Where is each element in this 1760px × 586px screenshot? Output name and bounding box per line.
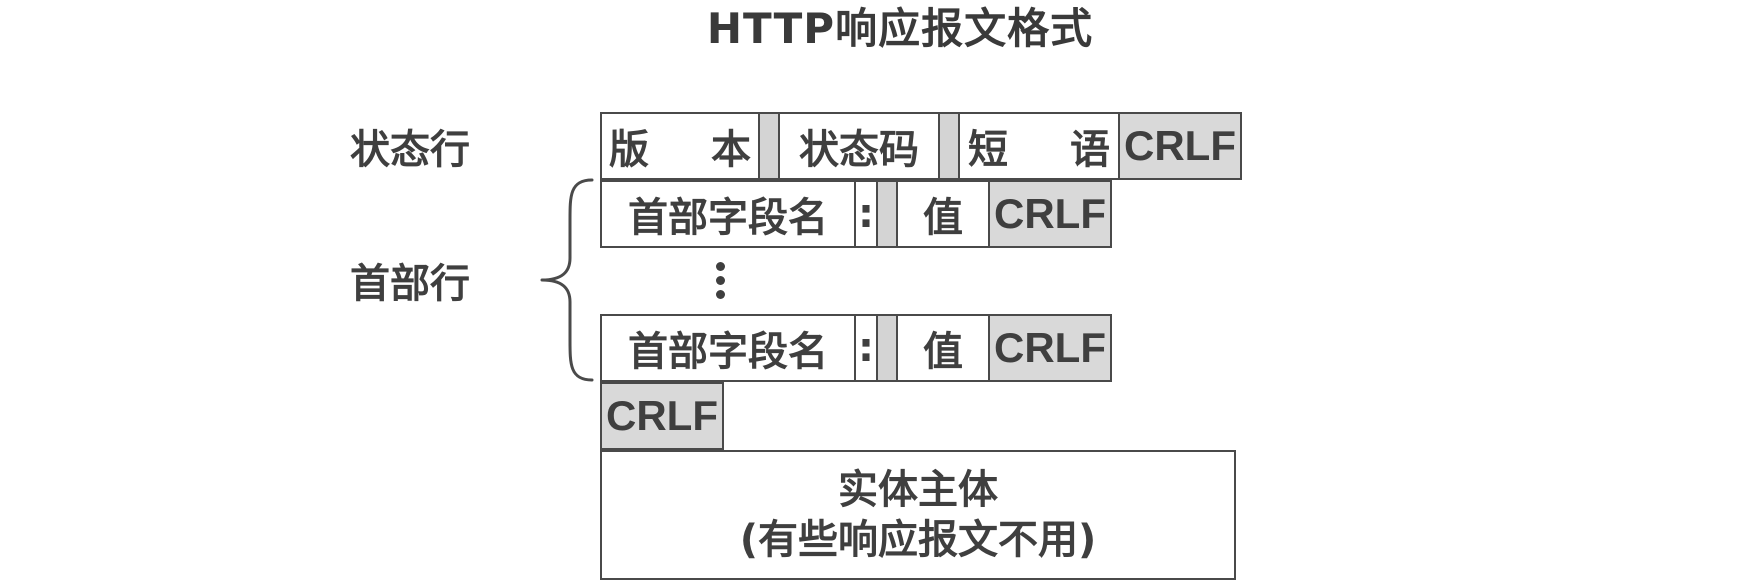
entity-body-note: (有些响应报文不用) <box>739 517 1097 563</box>
header-line-crlf: CRLF <box>988 314 1112 382</box>
colon-field: : <box>854 180 878 248</box>
ellipsis-dot <box>716 276 725 285</box>
diagram-title: HTTP响应报文格式 <box>706 4 1094 53</box>
entity-body-title: 实体主体 <box>838 467 998 513</box>
blank-line-crlf: CRLF <box>600 382 724 450</box>
header-field-name: 首部字段名 <box>600 180 856 248</box>
colon-field: : <box>854 314 878 382</box>
header-line-crlf: CRLF <box>988 180 1112 248</box>
ellipsis-dot <box>716 262 725 271</box>
version-field: 版 本 <box>600 112 760 180</box>
header-value-field: 值 <box>896 314 990 382</box>
space-separator <box>758 112 780 180</box>
status-code-field: 状态码 <box>778 112 940 180</box>
header-value-field: 值 <box>896 180 990 248</box>
entity-body-box: 实体主体 (有些响应报文不用) <box>600 450 1236 580</box>
status-line-label: 状态行 <box>350 127 470 173</box>
space-separator <box>938 112 960 180</box>
vertical-ellipsis <box>716 262 726 302</box>
phrase-field: 短 语 <box>958 112 1120 180</box>
header-lines-brace <box>540 178 594 382</box>
status-line-crlf: CRLF <box>1118 112 1242 180</box>
ellipsis-dot <box>716 290 725 299</box>
header-lines-label: 首部行 <box>350 261 470 307</box>
space-separator <box>876 314 898 382</box>
header-field-name: 首部字段名 <box>600 314 856 382</box>
space-separator <box>876 180 898 248</box>
